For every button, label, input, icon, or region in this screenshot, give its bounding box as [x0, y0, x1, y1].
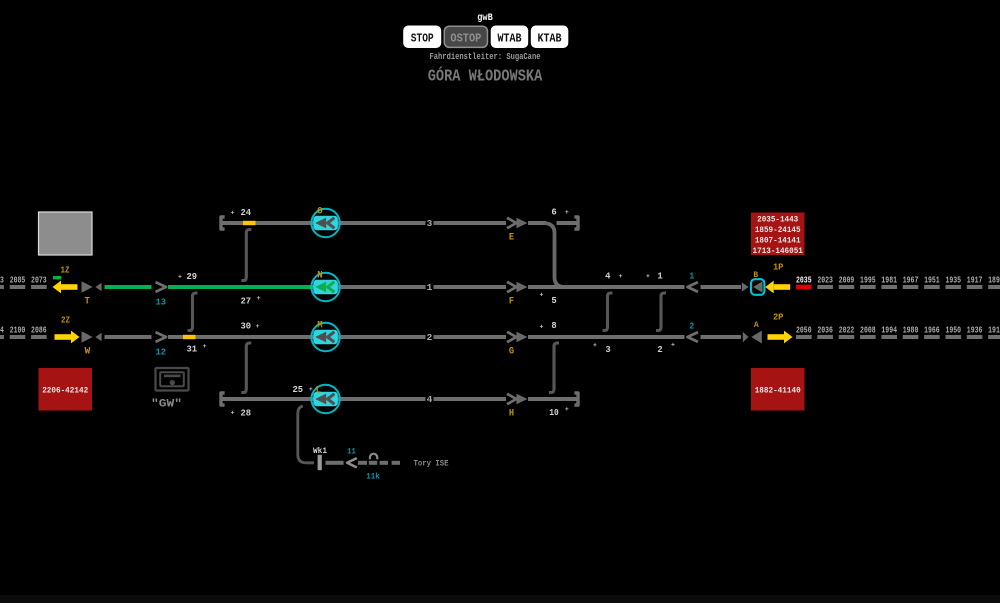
- svg-text:+: +: [257, 295, 261, 302]
- svg-text:25: 25: [293, 385, 304, 395]
- svg-text:2035-1443: 2035-1443: [757, 215, 798, 224]
- svg-text:+: +: [203, 343, 207, 350]
- svg-text:1713-146051: 1713-146051: [753, 247, 803, 256]
- svg-text:WTAB: WTAB: [498, 32, 522, 45]
- svg-text:1967: 1967: [903, 274, 919, 285]
- svg-text:+: +: [231, 210, 235, 217]
- svg-text:+: +: [540, 292, 544, 299]
- svg-text:Fahrdienstleiter: SugaCane: Fahrdienstleiter: SugaCane: [430, 52, 541, 62]
- svg-text:2114: 2114: [0, 324, 4, 335]
- svg-text:W: W: [85, 346, 91, 357]
- svg-text:Tory ISE: Tory ISE: [414, 458, 449, 468]
- svg-text:3: 3: [427, 218, 433, 229]
- svg-text:1882-41140: 1882-41140: [755, 386, 801, 395]
- svg-text:B: B: [753, 270, 758, 280]
- svg-text:T: T: [85, 296, 90, 307]
- svg-text:2050: 2050: [796, 324, 812, 335]
- svg-text:+: +: [565, 209, 569, 216]
- svg-text:6: 6: [551, 208, 556, 218]
- svg-text:2100: 2100: [10, 324, 26, 335]
- svg-text:+: +: [646, 273, 650, 280]
- svg-text:2036: 2036: [817, 324, 833, 335]
- svg-text:13: 13: [156, 296, 167, 307]
- svg-text:1918: 1918: [988, 324, 1000, 335]
- svg-text:2009: 2009: [839, 274, 855, 285]
- svg-text:10: 10: [549, 408, 559, 418]
- svg-text:1951: 1951: [924, 274, 940, 285]
- svg-text:O: O: [317, 207, 322, 218]
- svg-text:2: 2: [689, 321, 694, 332]
- svg-text:H: H: [509, 409, 514, 420]
- svg-text:+: +: [309, 386, 313, 393]
- svg-text:8: 8: [551, 321, 556, 331]
- svg-text:1980: 1980: [903, 324, 919, 335]
- svg-text:+: +: [256, 323, 260, 330]
- svg-text:+: +: [565, 406, 569, 413]
- svg-text:+: +: [619, 273, 623, 280]
- svg-text:2093: 2093: [0, 274, 4, 285]
- svg-text:11k: 11k: [366, 473, 380, 482]
- svg-text:E: E: [509, 233, 514, 244]
- svg-text:M: M: [317, 321, 322, 332]
- svg-text:+: +: [671, 342, 675, 349]
- svg-text:1995: 1995: [860, 274, 876, 285]
- svg-text:F: F: [509, 297, 514, 308]
- svg-text:2Z: 2Z: [61, 316, 70, 326]
- svg-text:2086: 2086: [31, 324, 47, 335]
- svg-text:GÓRA WŁODOWSKA: GÓRA WŁODOWSKA: [428, 67, 543, 87]
- svg-text:4: 4: [427, 394, 433, 405]
- svg-text:11: 11: [347, 448, 356, 457]
- svg-text:1: 1: [689, 271, 694, 282]
- svg-text:2008: 2008: [860, 324, 876, 335]
- svg-text:30: 30: [241, 322, 252, 332]
- svg-text:1: 1: [427, 282, 433, 293]
- svg-text:1807-14141: 1807-14141: [755, 236, 801, 245]
- svg-text:1: 1: [657, 272, 662, 282]
- svg-text:KTAB: KTAB: [538, 32, 562, 45]
- svg-text:A: A: [754, 320, 760, 330]
- svg-text:1950: 1950: [945, 324, 961, 335]
- svg-text:+: +: [231, 410, 235, 417]
- svg-text:2035: 2035: [796, 274, 812, 285]
- svg-text:+: +: [593, 342, 597, 349]
- svg-text:+: +: [178, 274, 182, 281]
- svg-text:2023: 2023: [817, 274, 833, 285]
- svg-text:gwB: gwB: [477, 12, 493, 24]
- svg-text:"GW": "GW": [151, 399, 182, 411]
- svg-text:1899: 1899: [988, 274, 1000, 285]
- svg-text:N: N: [317, 271, 322, 282]
- svg-text:5: 5: [551, 296, 556, 306]
- svg-text:1936: 1936: [967, 324, 983, 335]
- svg-text:3: 3: [605, 345, 610, 355]
- svg-text:1994: 1994: [881, 324, 897, 335]
- svg-text:Wk1: Wk1: [313, 447, 327, 456]
- svg-text:OSTOP: OSTOP: [450, 32, 481, 45]
- svg-text:2P: 2P: [773, 313, 784, 323]
- svg-text:27: 27: [241, 297, 252, 307]
- svg-text:2022: 2022: [839, 324, 855, 335]
- svg-text:L: L: [316, 386, 321, 397]
- svg-text:1966: 1966: [924, 324, 940, 335]
- svg-text:+: +: [540, 324, 544, 331]
- svg-text:2: 2: [657, 345, 662, 355]
- svg-text:24: 24: [241, 208, 252, 218]
- svg-text:1Z: 1Z: [61, 266, 70, 276]
- svg-text:2: 2: [427, 332, 433, 343]
- svg-text:2073: 2073: [31, 274, 47, 285]
- svg-text:12: 12: [156, 346, 167, 357]
- svg-text:G: G: [509, 347, 514, 358]
- svg-text:29: 29: [187, 272, 198, 282]
- svg-text:1P: 1P: [773, 263, 784, 273]
- svg-text:4: 4: [605, 272, 611, 282]
- svg-text:1859-24145: 1859-24145: [755, 226, 801, 235]
- svg-text:1935: 1935: [945, 274, 961, 285]
- svg-text:STOP: STOP: [411, 32, 434, 45]
- svg-text:28: 28: [241, 409, 252, 419]
- svg-text:31: 31: [187, 345, 198, 355]
- svg-text:1917: 1917: [967, 274, 983, 285]
- svg-text:2206-42142: 2206-42142: [42, 386, 88, 395]
- svg-text:2085: 2085: [10, 274, 26, 285]
- svg-text:1981: 1981: [881, 274, 897, 285]
